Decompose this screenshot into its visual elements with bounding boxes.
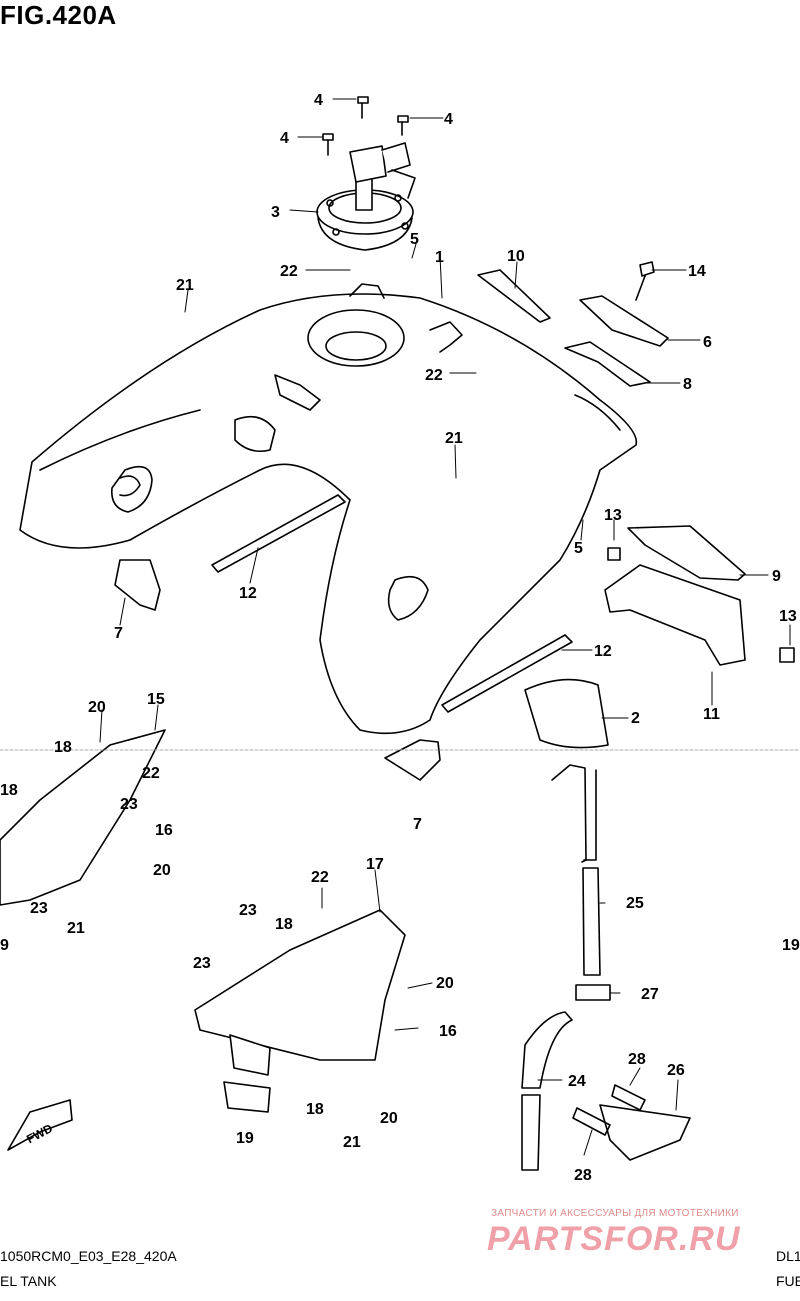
callout-18b: 18: [0, 782, 18, 799]
callout-22d: 22: [311, 869, 329, 886]
callout-28a: 28: [628, 1051, 646, 1068]
watermark-brand: PARTSFOR.RU: [487, 1220, 741, 1258]
part-12-strip-b: [441, 634, 573, 713]
callout-20b: 20: [153, 862, 171, 879]
watermark-tagline: ЗАПЧАСТИ И АКСЕССУАРЫ ДЛЯ МОТОТЕХНИКИ: [491, 1208, 739, 1219]
part-2-filler-cover: [524, 678, 609, 749]
footer-right-caption: FUE: [776, 1273, 800, 1289]
part-8-bracket: [564, 341, 651, 387]
callout-7b: 7: [413, 816, 422, 833]
part-10-plate: [477, 269, 551, 323]
part-9-cushion: [627, 525, 746, 581]
callout-5a: 5: [410, 231, 419, 248]
callout-27: 27: [641, 986, 659, 1003]
leader-lines: [99, 98, 791, 1156]
callout-25: 25: [626, 895, 644, 912]
callout-20c: 20: [436, 975, 454, 992]
callout-16a: 16: [155, 822, 173, 839]
callout-21a: 21: [176, 277, 194, 294]
footer-code: 1050RCM0_E03_E28_420A: [0, 1248, 177, 1264]
callout-4a: 4: [314, 92, 323, 109]
callout-12b: 12: [594, 643, 612, 660]
callout-6: 6: [703, 334, 712, 351]
callout-13a: 13: [604, 507, 622, 524]
callout-18d: 18: [306, 1101, 324, 1118]
callout-2: 2: [631, 710, 640, 727]
part-12-strip-a: [211, 494, 346, 573]
fuel-tank-body: [19, 283, 638, 735]
callout-24: 24: [568, 1073, 586, 1090]
callout-21c: 21: [67, 920, 85, 937]
figure-title: FIG.420A: [0, 0, 117, 30]
callout-23b: 23: [30, 900, 48, 917]
callout-8: 8: [683, 376, 692, 393]
fwd-arrow: [7, 1099, 73, 1151]
callout-4b: 4: [444, 111, 453, 128]
part-11-bracket: [604, 564, 746, 666]
callout-16b: 16: [439, 1023, 457, 1040]
callout-22b: 22: [425, 367, 443, 384]
footer-left-caption: EL TANK: [0, 1273, 57, 1289]
part-19-pad-a: [229, 1034, 271, 1076]
callout-15: 15: [147, 691, 165, 708]
callout-labels: 4 4 4 3 5 1 10 14 22 21 6 22 8 21 13 5 9…: [0, 92, 800, 1184]
callout-9: 9: [772, 568, 781, 585]
callout-7a: 7: [114, 625, 123, 642]
callout-23c: 23: [239, 902, 257, 919]
part-7-cover-a: [114, 559, 161, 611]
callout-3: 3: [271, 204, 280, 221]
callout-23a: 23: [120, 796, 138, 813]
fuel-cap-assembly: [316, 96, 416, 251]
footer-right-code: DL1: [776, 1248, 800, 1264]
callout-19c: 19: [236, 1130, 254, 1147]
callout-19-left: 9: [0, 937, 9, 954]
part-14-bolt: [635, 261, 655, 301]
callout-1: 1: [435, 249, 444, 266]
callout-17: 17: [366, 856, 384, 873]
fuel-hose-assembly: [521, 764, 691, 1171]
part-7-cover-b: [384, 739, 441, 781]
callout-21d: 21: [343, 1134, 361, 1151]
callout-4c: 4: [280, 130, 289, 147]
left-side-cover: [0, 729, 166, 906]
callout-10: 10: [507, 248, 525, 265]
part-13-bolt-a: [607, 547, 621, 561]
part-19-pad-b: [223, 1081, 271, 1113]
callout-14: 14: [688, 263, 706, 280]
callout-21b: 21: [445, 430, 463, 447]
callout-12a: 12: [239, 585, 257, 602]
callout-19-right: 19: [782, 937, 800, 954]
callout-11: 11: [703, 706, 720, 723]
callout-28b: 28: [574, 1167, 592, 1184]
callout-13b: 13: [779, 608, 797, 625]
callout-5b: 5: [574, 540, 583, 557]
callout-22a: 22: [280, 263, 298, 280]
callout-20d: 20: [380, 1110, 398, 1127]
callout-23d: 23: [193, 955, 211, 972]
callout-18c: 18: [275, 916, 293, 933]
callout-18a: 18: [54, 739, 72, 756]
part-17-lower-cover: [194, 909, 406, 1061]
part-13-bolt-b: [779, 647, 795, 663]
callout-26: 26: [667, 1062, 685, 1079]
part-6-bracket: [579, 295, 669, 347]
callout-20a: 20: [88, 699, 106, 716]
callout-22c: 22: [142, 765, 160, 782]
